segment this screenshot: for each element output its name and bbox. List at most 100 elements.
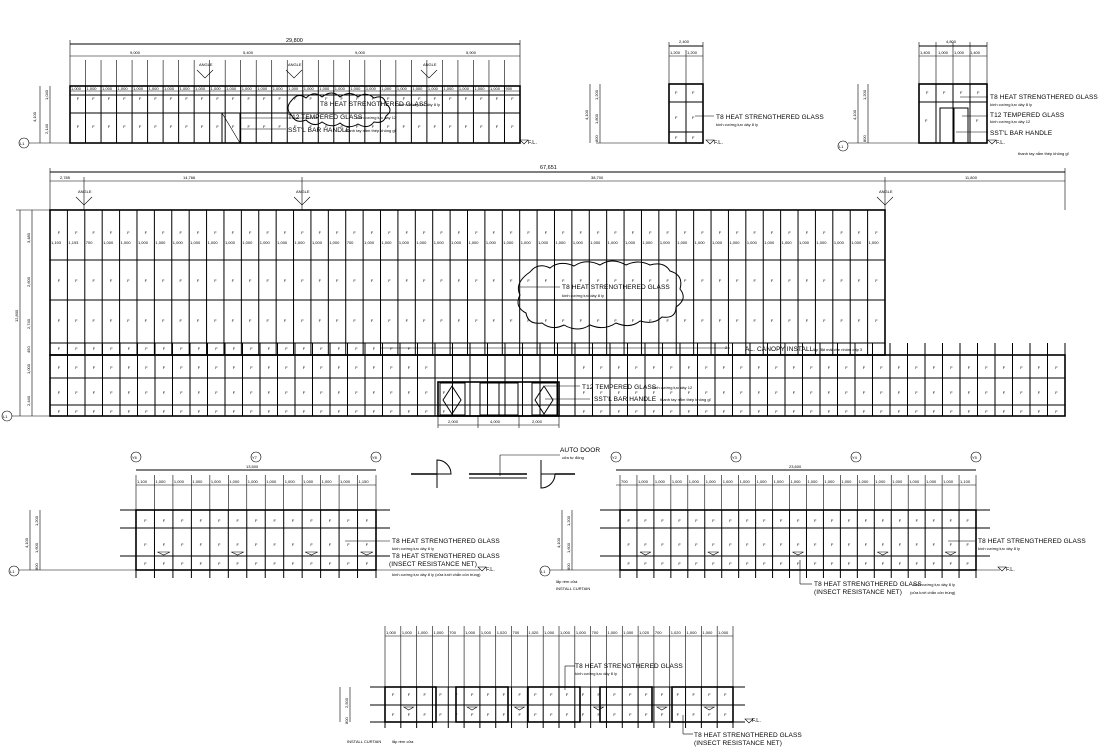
- canopy-note: AL. CANOPY INSTALL: [745, 346, 814, 353]
- level-label: L1: [541, 569, 546, 574]
- note-door-vn: kính cường lực dày 12: [990, 119, 1031, 124]
- glass-mark: F: [645, 692, 648, 697]
- panel-dim: 1,000: [211, 479, 222, 484]
- glass-mark: F: [723, 409, 726, 414]
- glass-mark: F: [232, 124, 235, 129]
- glass-mark: F: [127, 278, 130, 283]
- glass-mark: F: [746, 518, 749, 523]
- height-dim: 1,200: [594, 89, 599, 100]
- glass-mark: F: [180, 409, 183, 414]
- glass-mark: F: [198, 409, 201, 414]
- panel-dim: 1,020: [528, 630, 539, 635]
- glass-mark: F: [701, 278, 704, 283]
- glass-mark: F: [677, 712, 680, 717]
- glass-mark: F: [503, 692, 506, 697]
- glass-mark: F: [329, 542, 332, 547]
- panel-dim: 1,000: [118, 86, 129, 91]
- glass-mark: F: [128, 409, 131, 414]
- glass-mark: F: [198, 365, 201, 370]
- glass-mark: F: [250, 390, 253, 395]
- glass-mark: F: [653, 365, 656, 370]
- glass-mark: F: [661, 561, 664, 566]
- glass-mark: F: [810, 409, 813, 414]
- auto-door-label: AUTO DOOR: [560, 447, 600, 454]
- glass-mark: F: [475, 230, 478, 235]
- note-glass: T8 HEAT STRENGTHERED GLASS: [320, 101, 428, 108]
- glass-mark: F: [688, 365, 691, 370]
- panel-dim: 1,000: [133, 86, 144, 91]
- overall-dim: 2,400: [679, 39, 690, 44]
- glass-mark: F: [899, 518, 902, 523]
- glass-mark: F: [510, 230, 513, 235]
- glass-mark: F: [465, 96, 468, 101]
- glass-mark: F: [92, 318, 95, 323]
- glass-mark: F: [58, 318, 61, 323]
- glass-mark: F: [440, 278, 443, 283]
- glass-mark: F: [216, 124, 219, 129]
- glass-mark: F: [828, 365, 831, 370]
- glass-mark: F: [108, 96, 111, 101]
- glass-panels: FFFFFFFFFFFFFFFFFFFFFFFFFFFFFFFFFFFFFFFF…: [49, 210, 1066, 416]
- height-dim: 3,480: [26, 232, 31, 243]
- glass-mark: F: [600, 365, 603, 370]
- glass-mark: F: [841, 318, 844, 323]
- glass-mark: F: [294, 124, 297, 129]
- glass-mark: F: [598, 712, 601, 717]
- bay-dim: 5,400: [243, 50, 254, 55]
- glass-mark: F: [614, 318, 617, 323]
- glass-mark: F: [181, 542, 184, 547]
- glass-mark: F: [336, 278, 339, 283]
- glass-mark: F: [200, 561, 203, 566]
- glass-mark: F: [325, 124, 328, 129]
- glass-mark: F: [93, 365, 96, 370]
- glass-mark: F: [758, 409, 761, 414]
- glass-mark: F: [371, 278, 374, 283]
- glass-mark: F: [284, 230, 287, 235]
- glass-mark: F: [310, 518, 313, 523]
- glass-mark: F: [292, 561, 295, 566]
- glass-mark: F: [418, 96, 421, 101]
- insect-net-mark: [402, 706, 415, 711]
- height-dim: 800: [34, 563, 39, 570]
- glass-mark: F: [793, 409, 796, 414]
- panel-dim: 1,000: [926, 479, 937, 484]
- glass-mark: F: [858, 318, 861, 323]
- glass-mark: F: [319, 230, 322, 235]
- note-glass-vn: kính cường lực dày 8 ly: [575, 671, 617, 676]
- glass-mark: F: [139, 96, 142, 101]
- glass-mark: F: [185, 124, 188, 129]
- glass-mark: F: [58, 365, 61, 370]
- glass-mark: F: [882, 518, 885, 523]
- glass-mark: F: [746, 542, 749, 547]
- height-dim: 450: [26, 346, 31, 353]
- panel-dim: 1,000: [824, 479, 835, 484]
- elevation-main: 67,651 2,785 14,766 38,700 11,800 ANGLE …: [1, 165, 1066, 428]
- glass-mark: F: [250, 409, 253, 414]
- glass-mark: F: [754, 318, 757, 323]
- height-dim: 1,600: [566, 542, 571, 553]
- glass-mark: F: [285, 365, 288, 370]
- glass-mark: F: [677, 692, 680, 697]
- note-handle: SST'L BAR HANDLE: [288, 127, 351, 134]
- glass-mark: F: [977, 90, 980, 95]
- insect-net-mark: [655, 706, 668, 711]
- glass-mark: F: [232, 230, 235, 235]
- panel-dim: 1,000: [607, 630, 618, 635]
- angle-label: ANGLE: [296, 189, 310, 194]
- glass-mark: F: [678, 518, 681, 523]
- glass-mark: F: [848, 542, 851, 547]
- glass-mark: F: [353, 230, 356, 235]
- glass-mark: F: [75, 390, 78, 395]
- panel-dim: 1,000: [909, 479, 920, 484]
- glass-mark: F: [255, 518, 258, 523]
- glass-mark: F: [618, 365, 621, 370]
- panel-dim: 700: [347, 240, 354, 245]
- panel-dim: 1,000: [465, 630, 476, 635]
- glass-mark: F: [232, 278, 235, 283]
- glass-mark: F: [831, 518, 834, 523]
- glass-mark: F: [247, 96, 250, 101]
- glass-mark: F: [797, 561, 800, 566]
